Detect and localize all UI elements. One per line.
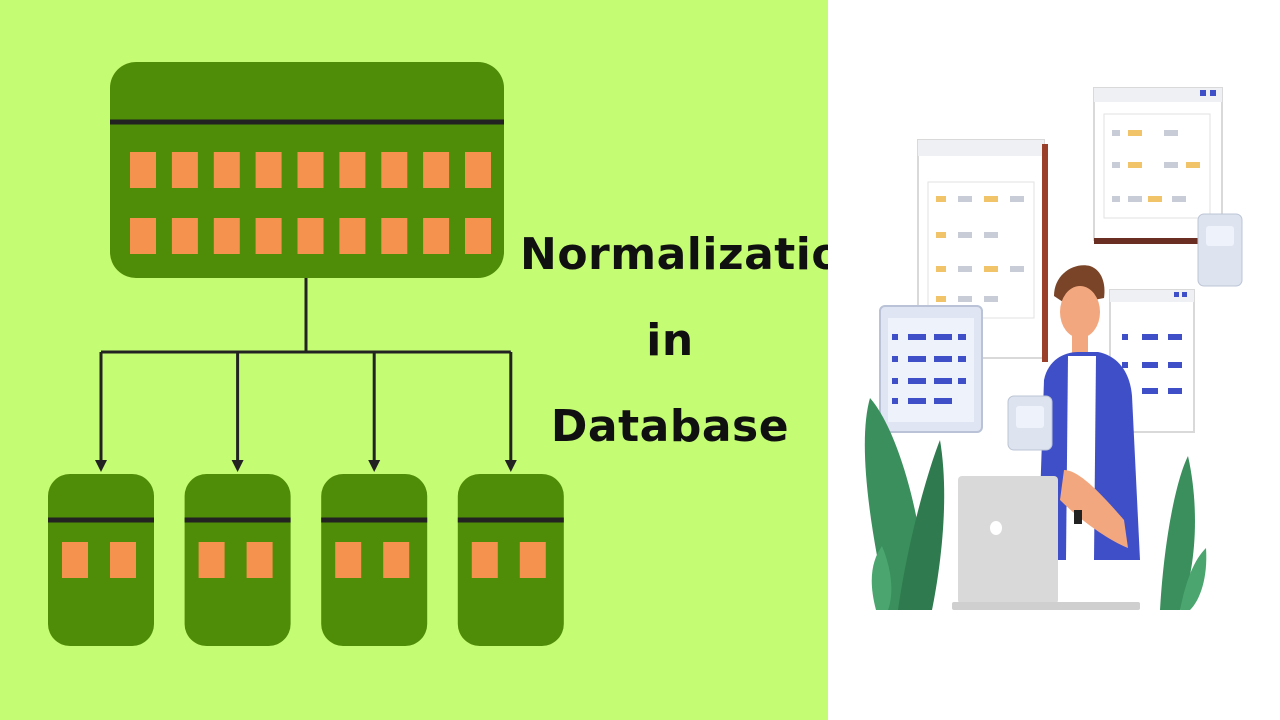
parent-table-cell bbox=[255, 218, 282, 254]
illustration-panel bbox=[828, 0, 1280, 720]
arrow-head bbox=[504, 460, 517, 472]
data-window-top-right bbox=[1093, 87, 1223, 244]
blue-table-left bbox=[879, 305, 983, 433]
parent-table-cell bbox=[465, 218, 491, 254]
arrow-head bbox=[231, 460, 244, 472]
parent-table-cell bbox=[171, 152, 198, 188]
small-card-right bbox=[1197, 213, 1243, 287]
parent-table-cell bbox=[171, 218, 198, 254]
child-table-cell bbox=[246, 542, 273, 578]
parent-table-cell bbox=[381, 152, 408, 188]
child-table-cell bbox=[198, 542, 225, 578]
parent-table-cell bbox=[213, 218, 240, 254]
small-card-center bbox=[1007, 395, 1053, 451]
child-table-cell bbox=[383, 542, 410, 578]
parent-table-cell bbox=[339, 218, 366, 254]
child-table bbox=[457, 474, 564, 646]
arrow-head bbox=[95, 460, 107, 472]
parent-table-cell bbox=[213, 152, 240, 188]
arrow-head bbox=[368, 460, 381, 472]
parent-table-cell bbox=[297, 218, 324, 254]
parent-table-cell bbox=[423, 218, 450, 254]
title-line-3: Database bbox=[550, 401, 790, 452]
normalization-diagram bbox=[48, 62, 564, 646]
child-table-cell bbox=[519, 542, 546, 578]
title-line-1: Normalization bbox=[520, 229, 874, 280]
child-table bbox=[321, 474, 428, 646]
title: Normalization in Database bbox=[520, 212, 874, 470]
person-figure bbox=[1018, 265, 1140, 574]
child-table-cell bbox=[62, 542, 88, 578]
parent-table-cell bbox=[423, 152, 450, 188]
leaf-plant-right bbox=[1160, 456, 1207, 610]
child-table-cell bbox=[110, 542, 136, 578]
child-table-cell bbox=[471, 542, 498, 578]
diagram-panel: Normalization in Database bbox=[0, 0, 874, 720]
laptop bbox=[952, 476, 1140, 610]
parent-table-cell bbox=[255, 152, 282, 188]
parent-table-cell bbox=[130, 218, 156, 254]
child-table bbox=[48, 474, 154, 646]
title-line-2: in bbox=[646, 315, 694, 366]
leaf-plant-left bbox=[864, 398, 945, 610]
parent-table-cell bbox=[465, 152, 491, 188]
person-at-laptop-illustration bbox=[864, 87, 1243, 610]
parent-table-cell bbox=[339, 152, 366, 188]
child-table bbox=[184, 474, 291, 646]
child-table-cell bbox=[335, 542, 362, 578]
parent-table-cell bbox=[381, 218, 408, 254]
parent-table-cell bbox=[130, 152, 156, 188]
parent-table-cell bbox=[297, 152, 324, 188]
